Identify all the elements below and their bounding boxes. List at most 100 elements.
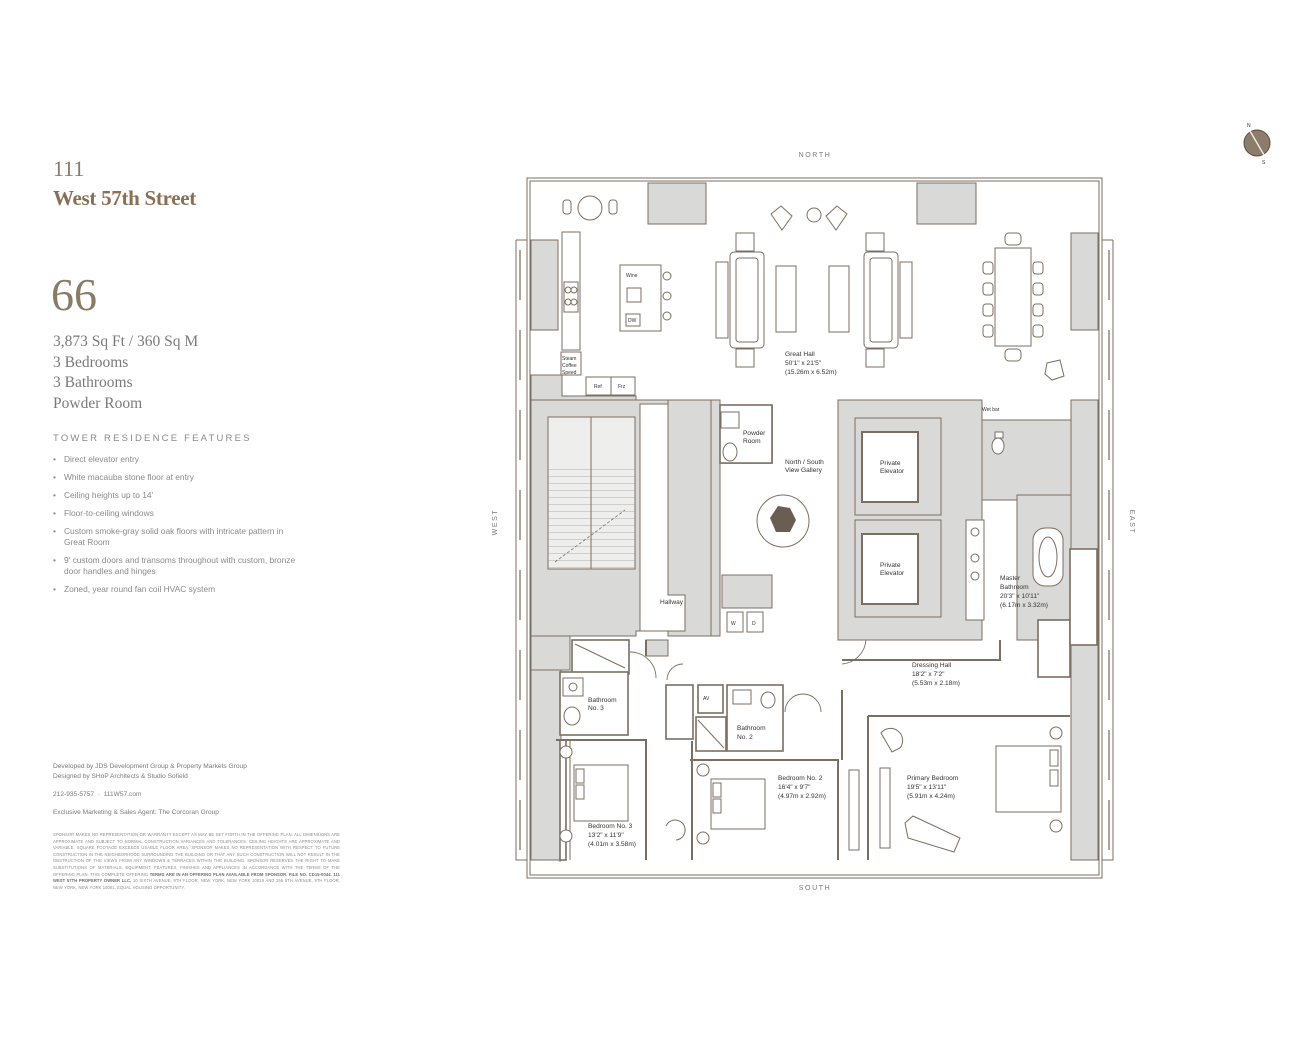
building-envelope [515,177,1114,879]
stair-core [547,416,636,570]
elevator2-line1: Private [880,562,901,569]
phone: 212-935-5757 [53,791,95,798]
round-dining-table [562,195,618,221]
coffee-label: Coffee [562,363,577,369]
bath2-line1: Bathroom [737,725,766,732]
gallery-line1: North / South [785,459,824,466]
kitchen: Wine DW Steam Coffee Speed Ref Frz [560,231,672,396]
feature-item: White macauba stone floor at entry [53,472,303,483]
feature-item: Direct elevator entry [53,454,303,465]
dressing-dim: 18'2" x 7'2" [912,671,945,678]
powder-line2: Room [743,438,761,445]
disclaimer-body: SPONSOR MAKES NO REPRESENTATION OR WARRA… [53,832,340,877]
feature-item: 9' custom doors and transoms throughout … [53,555,303,577]
gallery-table [756,494,810,548]
compass-n: N [1247,123,1251,129]
primary-bed [848,726,1063,853]
dressing-name: Dressing Hall [912,662,952,669]
unit-facts: 3,873 Sq Ft / 360 Sq M 3 Bedrooms 3 Bath… [53,332,198,415]
unit-area: 3,873 Sq Ft / 360 Sq M [53,333,199,350]
building-number: 111 [53,156,85,181]
master-bath-name2: Bathroom [1000,584,1029,591]
powder-fixtures [720,411,740,462]
steam-label: Steam [562,356,576,362]
bed3-name: Bedroom No. 3 [588,823,633,830]
dressing-metric: (5.53m x 2.18m) [912,680,960,687]
contact-line: 212-935-5757 · 111W57.com [53,790,343,800]
feature-item: Custom smoke-gray solid oak floors with … [53,526,303,548]
bedroom2-bed [696,763,766,845]
master-bath-metric: (6.17m x 3.32m) [1000,602,1048,609]
door-swings [629,639,867,713]
master-bath-dim: 20'3" x 10'11" [1000,593,1040,600]
elevator2-line2: Elevator [880,570,905,577]
master-bath-fixtures [965,431,1064,621]
av-label: AV [703,696,710,702]
master-bath-name: Master [1000,575,1021,582]
bath3-fixtures [562,643,626,726]
dw-label: DW [628,318,637,324]
elevator1-line2: Elevator [880,468,905,475]
bed2-dim: 16'4" x 9'7" [778,784,811,791]
room-walls [559,404,1098,861]
wine-label: Wine [626,273,638,279]
compass-s: S [1262,160,1266,166]
disclaimer-bold: TERMS ARE IN AN OFFERING PLAN AVAILABLE … [53,871,340,884]
north-label: NORTH [799,152,832,159]
powder-line1: Powder [743,430,766,437]
gallery-line2: View Gallery [785,467,823,474]
feature-item: Zoned, year round fan coil HVAC system [53,584,303,595]
developer-credit: Developed by JDS Development Group & Pro… [53,763,247,770]
frz-label: Frz [618,384,626,390]
bath3-line2: No. 3 [588,705,604,712]
sales-credit: Exclusive Marketing & Sales Agent: The C… [53,809,219,816]
website-link[interactable]: 111W57.com [103,791,142,798]
compass-icon: N S [1243,123,1271,166]
hallway-label: Hallway [660,599,684,606]
unit-bathrooms: 3 Bathrooms [53,374,133,392]
great-hall-metric: (15.26m x 6.52m) [785,369,837,376]
great-hall-name: Great Hall [785,351,815,358]
disclaimer-tail: 10 SIXTH AVENUE, 9TH FLOOR, NEW YORK, NE… [53,878,340,890]
south-label: SOUTH [799,885,832,892]
bedroom3-bed [559,745,686,843]
east-label: EAST [1128,510,1135,535]
bed3-dim: 13'2" x 11'9" [588,832,624,839]
feature-item: Ceiling heights up to 14' [53,490,303,501]
dryer-label: D [752,621,756,627]
bed2-name: Bedroom No. 2 [778,775,823,782]
legal-disclaimer: SPONSOR MAKES NO REPRESENTATION OR WARRA… [53,832,340,891]
living-furniture [715,205,1065,381]
feature-item: Floor-to-ceiling windows [53,508,303,519]
features-list: Direct elevator entry White macauba ston… [53,454,303,602]
private-elevators [854,417,942,618]
window-mullions [519,250,1110,850]
credits: Developed by JDS Development Group & Pro… [53,762,343,818]
bed2-metric: (4.97m x 2.92m) [778,793,826,800]
room-labels: Great Hall 50'1" x 21'5" (15.26m x 6.52m… [588,351,1048,848]
primary-metric: (5.91m x 4.24m) [907,793,955,800]
interior-partitions [556,640,1070,860]
bath2-line2: No. 2 [737,734,753,741]
primary-dim: 19'5" x 13'11" [907,784,947,791]
long-dining-table [982,232,1044,362]
unit-number: 66 [51,269,97,320]
unit-powder: Powder Room [53,395,143,413]
washer-label: W [731,621,736,627]
laundry: W D [726,611,764,633]
bath3-line1: Bathroom [588,697,617,704]
unit-bedrooms: 3 Bedrooms [53,353,129,371]
separator: · [97,791,100,798]
wet-bar-label: Wet bar [982,407,1000,413]
speed-label: Speed [562,370,577,376]
street-name: West 57th Street [53,186,196,210]
ref-label: Ref [594,384,602,390]
design-credit: Designed by SHoP Architects & Studio Sof… [53,773,188,780]
bed3-metric: (4.01m x 3.58m) [588,841,636,848]
great-hall-dim: 50'1" x 21'5" [785,360,822,367]
features-title: TOWER RESIDENCE FEATURES [53,433,252,444]
west-label: WEST [492,509,499,536]
primary-name: Primary Bedroom [907,775,959,782]
hallway-walls [639,403,686,632]
